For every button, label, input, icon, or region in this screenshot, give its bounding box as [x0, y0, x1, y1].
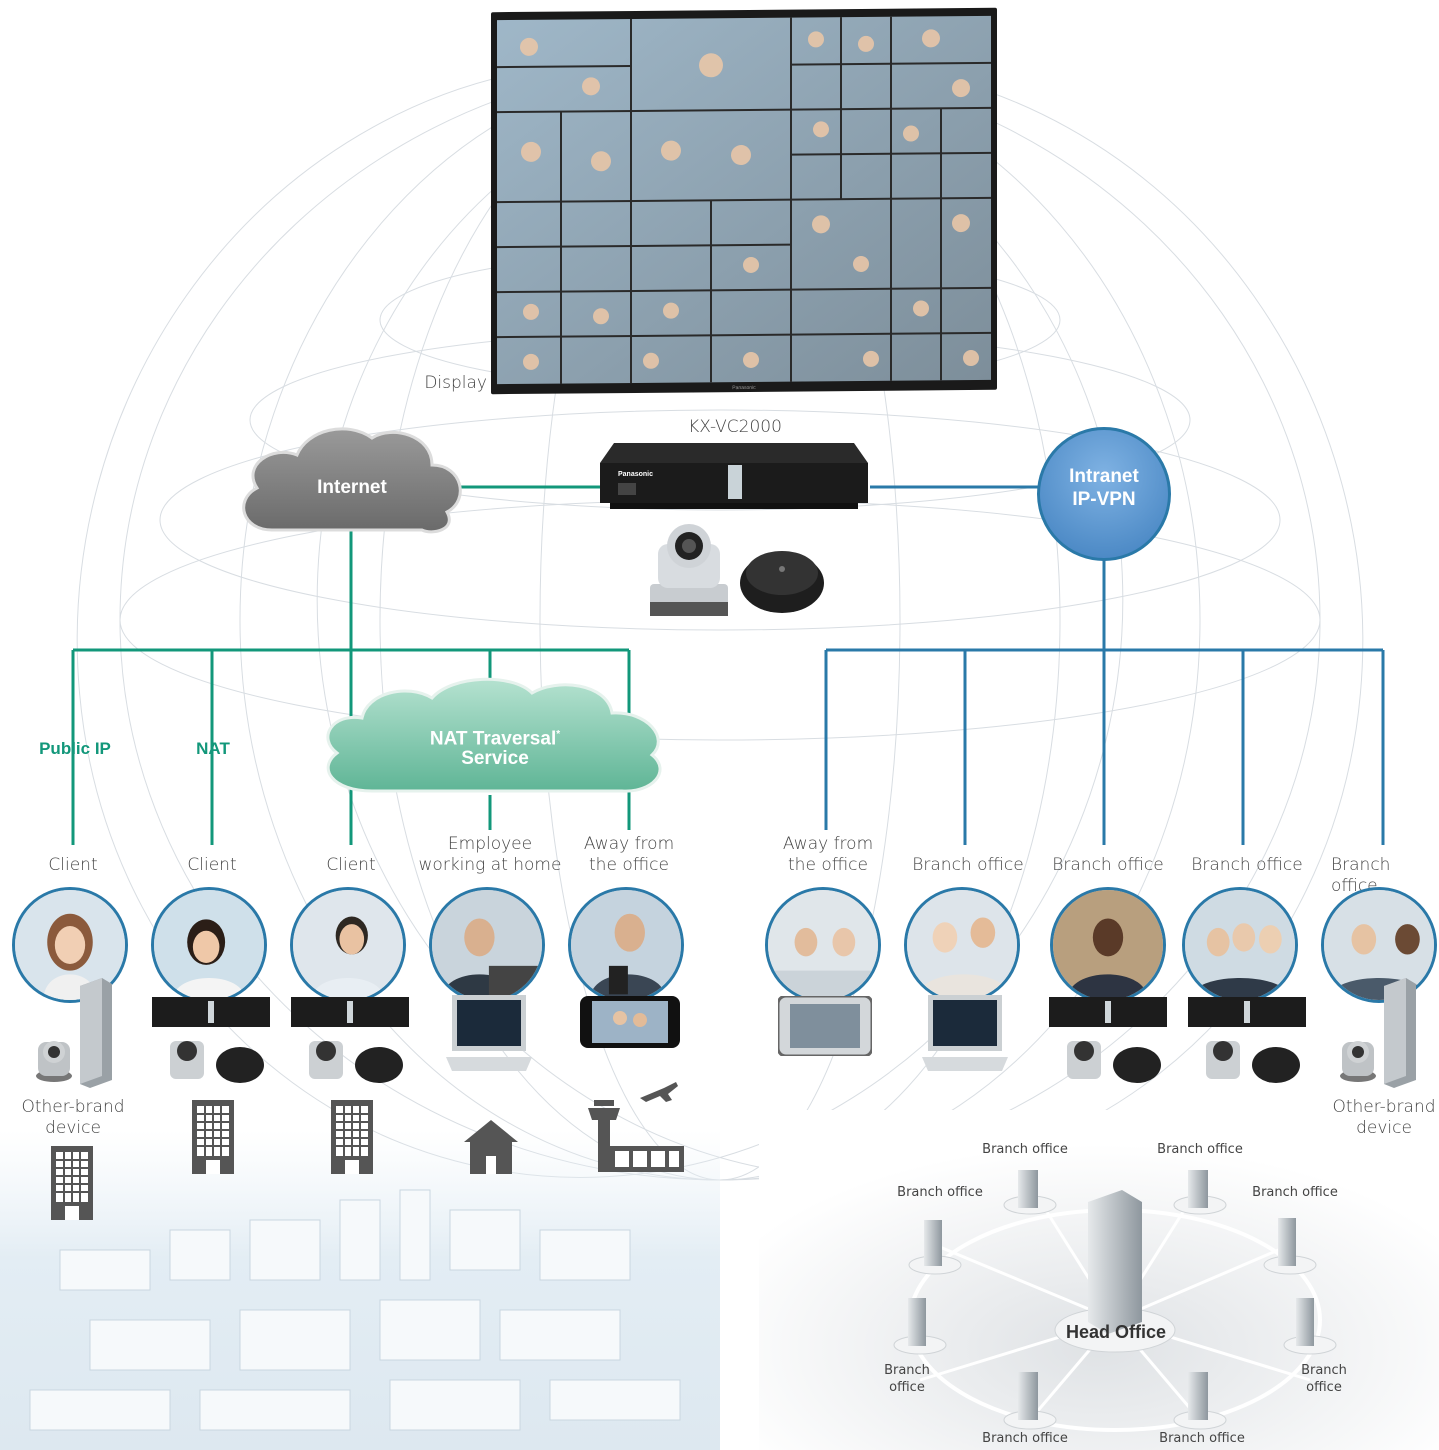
endpoint-codec-set-client-2: [152, 997, 270, 1085]
endpoint-label-away-line2: the office: [589, 855, 669, 875]
endpoint-label-client-1: Client: [48, 855, 98, 875]
nat-label: NAT: [196, 739, 230, 758]
endpoint-photo-branch-4: [1321, 887, 1437, 1003]
codec-unit: Panasonic: [600, 443, 868, 513]
endpoint-codec-set-branch-3: [1188, 997, 1306, 1085]
branch-lower-left-line2: office: [889, 1380, 925, 1395]
other-brand-label-left-line2: device: [45, 1118, 101, 1138]
branch-lower-left-line1: Branch: [884, 1363, 930, 1378]
nat-traversal-label-line2: Service: [461, 748, 529, 769]
laptop-icon-home: [446, 995, 532, 1075]
endpoint-photo-branch-3: [1182, 887, 1298, 1003]
other-brand-device-icon-right: [1336, 976, 1418, 1088]
head-office-label: Head Office: [1065, 1322, 1167, 1342]
other-brand-label-right-line1: Other-brand: [1332, 1097, 1436, 1117]
airport-icon: [580, 1080, 686, 1174]
endpoint-label-home-line1: Employee: [447, 834, 533, 854]
other-brand-label-right-line2: device: [1356, 1118, 1412, 1138]
codec-label: KX-VC2000: [688, 417, 782, 437]
nat-traversal-label-line1: NAT Traversal*: [400, 723, 590, 750]
endpoint-label-right-away-line2: the office: [788, 855, 868, 875]
head-office-network: [893, 1170, 1337, 1432]
endpoint-label-home-line2: working at home: [418, 855, 562, 875]
intranet-label-line2: IP-VPN: [1072, 489, 1136, 510]
branch-lower-right-line2: office: [1306, 1380, 1342, 1395]
display-label: Display: [424, 373, 487, 393]
endpoint-photo-branch-2: [1050, 887, 1166, 1003]
city-illustration: [0, 1130, 720, 1450]
house-icon: [464, 1120, 518, 1174]
other-brand-label-left-line1: Other-brand: [21, 1097, 125, 1117]
endpoint-photo-client-1: [12, 887, 128, 1003]
smartphone-icon-away: [580, 996, 680, 1048]
intranet-label-line1: Intranet: [1069, 466, 1139, 487]
internet-cloud: [232, 420, 472, 542]
branch-top-right: Branch office: [1157, 1142, 1243, 1157]
branch-lower-right-line1: Branch: [1301, 1363, 1347, 1378]
intranet-vpn-node: [1037, 427, 1171, 561]
microphone-icon: [738, 543, 826, 615]
endpoint-photo-home: [429, 887, 545, 1003]
endpoint-label-right-away-line1: Away from: [782, 834, 874, 854]
public-ip-label: Public IP: [39, 739, 111, 758]
display-screen: Panasonic: [491, 7, 997, 395]
laptop-icon-branch-1: [922, 995, 1008, 1075]
endpoint-codec-set-branch-2: [1049, 997, 1167, 1085]
endpoint-label-away-line1: Away from: [583, 834, 675, 854]
display-brand: Panasonic: [732, 385, 756, 391]
endpoint-photo-away: [568, 887, 684, 1003]
endpoint-photo-client-3: [290, 887, 406, 1003]
endpoint-label-branch-2: Branch office: [1052, 855, 1164, 875]
office-building-icon-3: [331, 1100, 373, 1174]
endpoint-label-client-2: Client: [187, 855, 237, 875]
endpoint-label-branch-3: Branch office: [1191, 855, 1303, 875]
office-building-icon-2: [192, 1100, 234, 1174]
codec-brand: Panasonic: [618, 471, 653, 478]
camera-icon: [648, 524, 730, 618]
office-building-icon-1: [51, 1146, 93, 1220]
branch-mid-right: Branch office: [1252, 1185, 1338, 1200]
endpoint-photo-client-2: [151, 887, 267, 1003]
other-brand-device-icon: [32, 976, 114, 1088]
endpoint-photo-right-away: [765, 887, 881, 1003]
branch-bottom-right: Branch office: [1159, 1431, 1245, 1446]
internet-label: Internet: [317, 477, 387, 498]
branch-top-left: Branch office: [982, 1142, 1068, 1157]
nat-traversal-footnote-mark: *: [556, 729, 561, 740]
branch-mid-left: Branch office: [897, 1185, 983, 1200]
nat-traversal-title: NAT Traversal: [429, 728, 557, 750]
endpoint-codec-set-client-3: [291, 997, 409, 1085]
endpoint-label-client-3: Client: [326, 855, 376, 875]
branch-bottom-left: Branch office: [982, 1431, 1068, 1446]
endpoint-label-branch-1: Branch office: [912, 855, 1024, 875]
endpoint-photo-branch-1: [904, 887, 1020, 1003]
nat-traversal-cloud: [312, 673, 674, 799]
tablet-icon-right-away: [776, 994, 874, 1058]
